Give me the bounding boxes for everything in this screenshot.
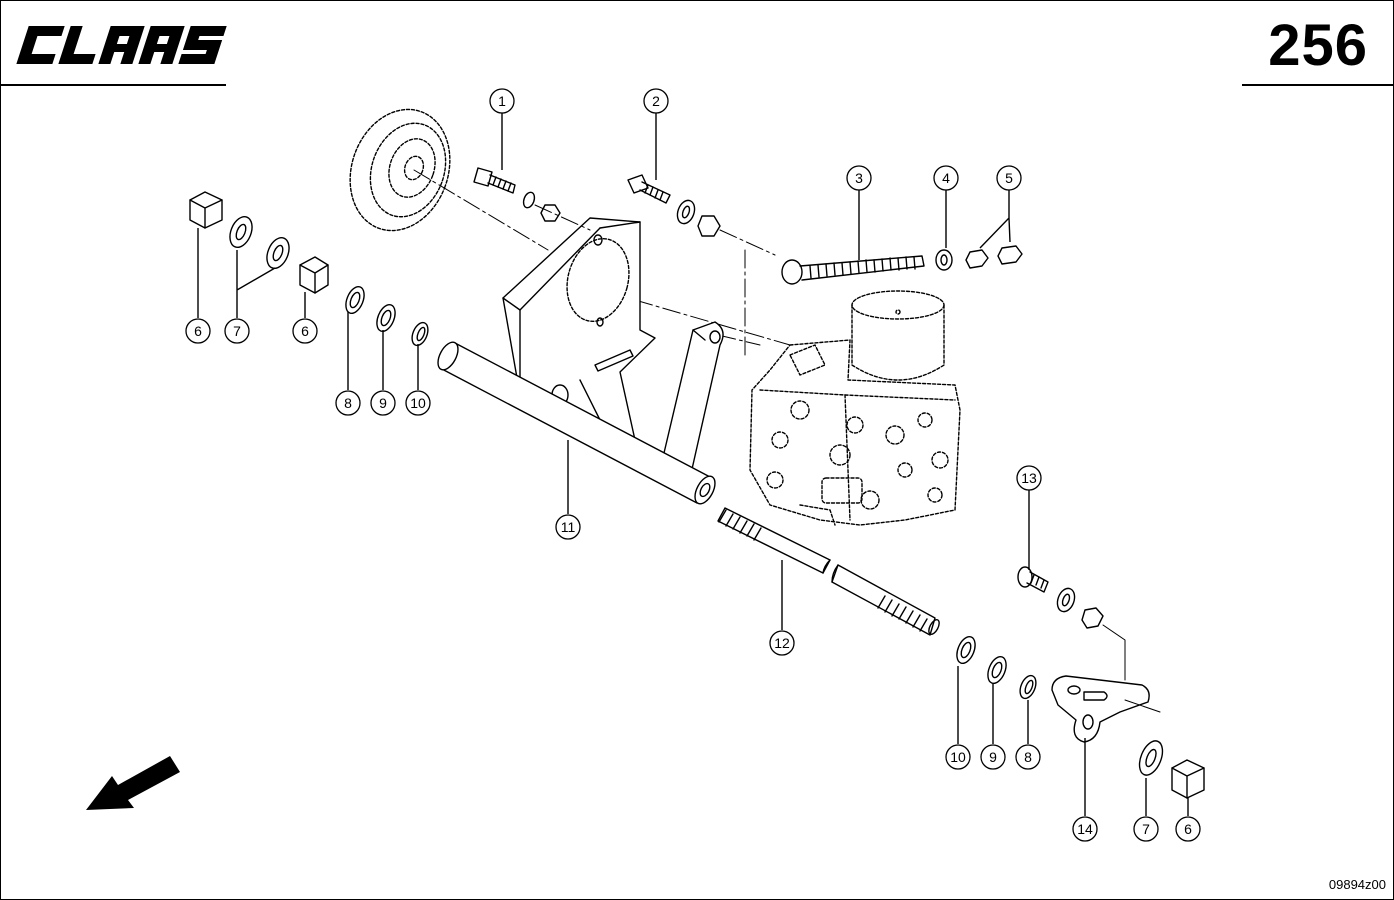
svg-text:7: 7 <box>233 323 241 339</box>
svg-text:4: 4 <box>942 170 950 186</box>
callout-7-top: 7 <box>224 318 250 344</box>
long-bolt-item-3 <box>781 255 925 285</box>
svg-text:9: 9 <box>989 749 997 765</box>
washer-item-7a <box>229 215 253 249</box>
washer-item-4 <box>935 249 953 271</box>
callout-2: 2 <box>643 88 669 114</box>
drawing-code: 09894z00 <box>1328 877 1386 892</box>
callout-group: 1 2 3 4 5 6 7 6 8 9 10 11 12 13 10 9 8 1… <box>185 88 1201 842</box>
nut-item-6-right <box>1171 759 1205 799</box>
svg-text:2: 2 <box>652 93 660 109</box>
lever-arm <box>659 321 724 479</box>
callout-8-left: 8 <box>335 390 361 416</box>
svg-text:1: 1 <box>498 93 506 109</box>
callout-9-left: 9 <box>370 390 396 416</box>
svg-text:9: 9 <box>379 395 387 411</box>
pulley-centre-line <box>413 169 549 251</box>
nut-item-1 <box>540 204 561 222</box>
pulley-outline <box>349 108 451 232</box>
svg-text:5: 5 <box>1005 170 1013 186</box>
svg-text:6: 6 <box>194 323 202 339</box>
washer-item-2 <box>676 199 696 225</box>
nut-item-6-mid <box>299 256 329 294</box>
washer-item-8-left <box>345 285 365 315</box>
callout-1: 1 <box>489 88 515 114</box>
injection-pump-outline <box>749 290 961 526</box>
callout-9-right: 9 <box>980 744 1006 770</box>
svg-text:13: 13 <box>1021 470 1037 486</box>
callout-10-left: 10 <box>405 390 431 416</box>
washer-item-9-left <box>376 303 396 333</box>
svg-text:10: 10 <box>950 749 966 765</box>
washer-item-9-right <box>987 655 1007 685</box>
callout-10-right: 10 <box>945 744 971 770</box>
direction-arrow-icon <box>86 756 180 810</box>
callout-6-top: 6 <box>185 318 211 344</box>
plate-item-14 <box>1051 675 1161 743</box>
leader-lines <box>197 113 1189 816</box>
nut-item-2 <box>697 215 721 237</box>
callout-7-right: 7 <box>1133 816 1159 842</box>
svg-text:3: 3 <box>855 170 863 186</box>
bolt-item-2 <box>627 174 671 204</box>
svg-text:8: 8 <box>1024 749 1032 765</box>
washer-item-13 <box>1056 587 1076 613</box>
threaded-rod <box>717 507 940 636</box>
svg-text:11: 11 <box>561 519 576 535</box>
page-number-underline <box>1242 84 1393 86</box>
callout-14: 14 <box>1072 816 1098 842</box>
svg-text:6: 6 <box>1184 821 1192 837</box>
nut-item-13 <box>1081 607 1104 629</box>
svg-text:12: 12 <box>774 635 790 651</box>
nut-item-6-top <box>189 191 223 229</box>
svg-text:6: 6 <box>301 323 309 339</box>
washer-item-7-right <box>1138 740 1164 776</box>
bolt-item-13 <box>1017 566 1049 593</box>
washer-item-8-right <box>1019 674 1037 700</box>
svg-text:14: 14 <box>1077 821 1093 837</box>
svg-text:8: 8 <box>344 395 352 411</box>
nut-item-5b <box>997 245 1023 265</box>
callout-3: 3 <box>846 165 872 191</box>
nut-item-5a <box>965 249 989 269</box>
washer-item-1 <box>522 191 536 209</box>
callout-6-mid: 6 <box>292 318 318 344</box>
logo-underline <box>1 84 226 86</box>
callout-13: 13 <box>1016 465 1042 491</box>
washer-item-7b <box>266 236 290 270</box>
bolt-item-1 <box>473 167 516 194</box>
claas-logo <box>16 26 227 64</box>
tube-shaft <box>437 341 716 505</box>
svg-text:7: 7 <box>1142 821 1150 837</box>
svg-text:10: 10 <box>410 395 426 411</box>
page-number: 256 <box>1268 13 1368 78</box>
washer-item-10-right <box>956 635 976 665</box>
callout-6-right: 6 <box>1175 816 1201 842</box>
callout-4: 4 <box>933 165 959 191</box>
callout-5: 5 <box>996 165 1022 191</box>
callout-12: 12 <box>769 630 795 656</box>
callout-11: 11 <box>555 514 581 540</box>
callout-8-right: 8 <box>1015 744 1041 770</box>
washer-item-10-left <box>411 321 429 347</box>
